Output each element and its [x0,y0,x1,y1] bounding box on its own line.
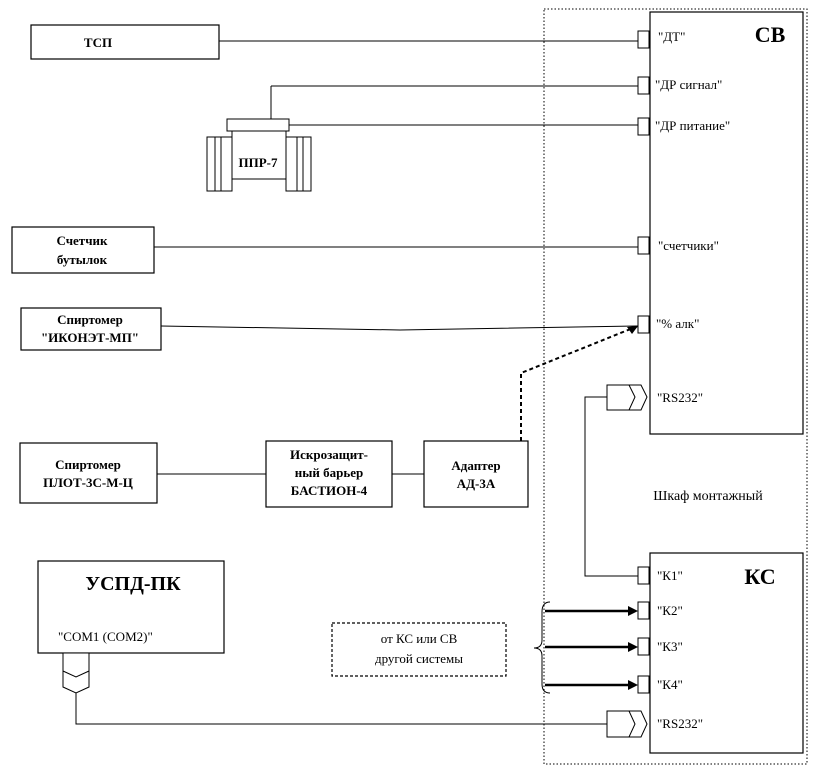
other-system-label-2: другой системы [375,651,463,666]
ks-port-k2 [637,601,650,620]
uspd-port-label: "COM1 (COM2)" [58,629,153,644]
sv-port-label-dt: "ДТ" [658,29,685,44]
wire-ikonet-alc [160,325,639,331]
cabinet-label: Шкаф монтажный [653,489,763,504]
tsp-box [30,24,220,60]
sv-port-alc [637,315,650,334]
ks-port-label-rs232: "RS232" [657,716,703,731]
sv-title: СВ [755,22,786,47]
plot-label-1: Спиртомер [55,457,121,472]
input-brace [533,601,551,694]
dashed-adapter-alc [520,325,639,441]
ks-unit [649,552,804,754]
sv-port-label-counters: "счетчики" [658,238,719,253]
uspd-title: УСПД-ПК [85,573,181,595]
sv-port-label-dr-power: "ДР питание" [655,118,730,133]
other-system-label-1: от КС или СВ [381,631,458,646]
ppr-label: ППР-7 [239,155,278,170]
adapter-label-1: Адаптер [451,458,500,473]
ks-port-k3 [637,637,650,656]
ppr-flowmeter [206,85,638,192]
barrier-box [265,440,393,508]
adapter-label-2: АД-3А [457,476,496,491]
ks-port-rs232-connector [606,710,648,738]
wire-uspd-ks-rs232 [75,693,607,725]
sv-port-label-rs232: "RS232" [657,390,703,405]
sv-port-counters [637,236,650,255]
plot-label-2: ПЛОТ-3С-М-Ц [43,475,133,490]
tsp-label: ТСП [84,35,112,50]
other-system-box [331,622,507,677]
plot-box [19,442,158,504]
ikonet-label-1: Спиртомер [57,312,123,327]
sv-unit [649,11,804,435]
ikonet-box [20,307,162,351]
sv-port-dr-power [637,117,650,136]
bottle-counter-label-1: Счетчик [56,233,108,248]
sv-port-rs232-connector [606,384,648,411]
arrowhead-k2 [628,606,638,616]
uspd-connector [62,652,90,694]
arrowhead-k3 [628,642,638,652]
ks-port-label-k4: "К4" [657,677,683,692]
sv-port-dt [637,30,650,49]
wire-sv-rs232-ks-k1 [584,396,638,577]
uspd-box [37,560,225,654]
cabinet-frame [543,8,808,765]
dashed-arrowhead [627,326,638,334]
sv-port-dr-signal [637,76,650,95]
barrier-label-3: БАСТИОН-4 [291,483,368,498]
ks-port-label-k1: "К1" [657,568,683,583]
arrowhead-k4 [628,680,638,690]
sv-port-label-dr-signal: "ДР сигнал" [655,77,722,92]
ks-port-k4 [637,675,650,694]
ks-port-k1 [637,566,650,585]
barrier-label-2: ный барьер [295,465,364,480]
sv-port-label-alc: "% алк" [656,316,699,331]
bottle-counter-box [11,226,155,274]
ks-title: КС [744,564,775,589]
ks-port-label-k2: "К2" [657,603,683,618]
ks-port-label-k3: "К3" [657,639,683,654]
ikonet-label-2: "ИКОНЭТ-МП" [41,330,139,345]
bottle-counter-label-2: бутылок [57,252,108,267]
adapter-box [423,440,529,508]
barrier-label-1: Искрозащит- [290,447,368,462]
